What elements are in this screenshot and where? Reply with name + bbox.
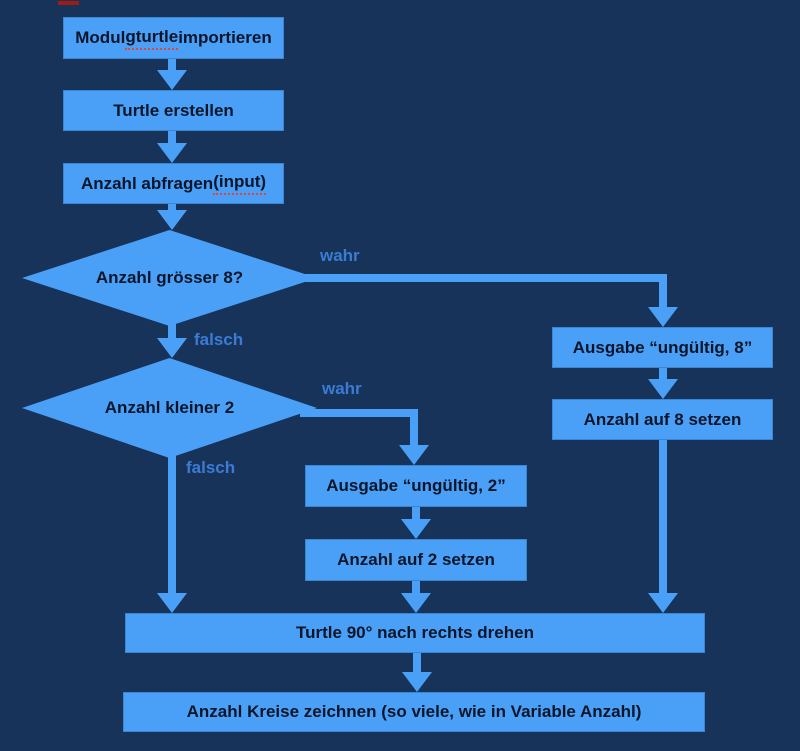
arrowhead-out8-to-set8-icon — [648, 379, 678, 399]
misspelled-word: gturtle — [125, 27, 179, 50]
arrowhead-set2-to-turn-icon — [401, 593, 431, 613]
node-turtle-erstellen: Turtle erstellen — [63, 90, 284, 131]
node-label: Ausgabe “ungültig, 2” — [326, 476, 506, 495]
node-kreise-zeichnen: Anzahl Kreise zeichnen (so viele, wie in… — [123, 692, 705, 732]
arrow-check2-false-to-turn — [168, 452, 176, 599]
decision-anzahl-kleiner-2: Anzahl kleiner 2 — [22, 358, 317, 458]
arrowhead-check2-false-icon — [157, 593, 187, 613]
arrowhead-turn-to-draw-icon — [402, 672, 432, 692]
node-modul-importieren: Modul gturtle importieren — [63, 17, 284, 59]
arrowhead-check2-true-icon — [399, 445, 429, 465]
label-check2-falsch: falsch — [186, 458, 236, 477]
arrowhead-create-to-ask-icon — [157, 143, 187, 163]
decision-anzahl-groesser-8: Anzahl grösser 8? — [22, 230, 317, 326]
arrow-import-to-create — [168, 58, 176, 76]
arrow-set2-to-turn — [412, 581, 420, 599]
node-label: Anzahl auf 2 setzen — [337, 550, 495, 569]
node-label: Modul — [75, 28, 126, 47]
arrowhead-ask-to-check8-icon — [157, 210, 187, 230]
node-anzahl-auf-2-setzen: Anzahl auf 2 setzen — [305, 539, 527, 581]
arrow-check2-true-to-out2 — [410, 409, 418, 451]
connector-check2-true-horizontal — [300, 409, 418, 417]
arrow-check8-false-to-check2 — [168, 323, 176, 344]
node-label: Ausgabe “ungültig, 8” — [572, 337, 753, 357]
arrowhead-out2-to-set2-icon — [401, 519, 431, 539]
node-turtle-drehen: Turtle 90° nach rechts drehen — [125, 613, 705, 653]
decision-label: Anzahl kleiner 2 — [104, 398, 235, 417]
arrowhead-check8-true-icon — [648, 307, 678, 327]
label-check8-wahr: wahr — [320, 246, 360, 265]
arrowhead-set8-to-turn-icon — [648, 593, 678, 613]
arrow-set8-to-turn — [659, 440, 667, 599]
arrow-check8-true-to-out8 — [659, 274, 667, 313]
node-label: importieren — [178, 28, 272, 47]
arrowhead-import-to-create-icon — [157, 70, 187, 90]
node-ausgabe-ungueltig-8: Ausgabe “ungültig, 8” — [552, 327, 773, 368]
node-ausgabe-ungueltig-2: Ausgabe “ungültig, 2” — [305, 465, 527, 507]
misspelled-word: (input) — [213, 172, 267, 195]
red-marker-artifact — [58, 1, 79, 5]
label-check8-falsch: falsch — [194, 330, 244, 349]
node-anzahl-abfragen: Anzahl abfragen (input) — [63, 163, 284, 204]
arrowhead-check8-false-icon — [157, 338, 187, 358]
arrow-turn-to-draw — [413, 652, 421, 678]
node-label: Anzahl auf 8 setzen — [583, 409, 742, 429]
node-label: Turtle 90° nach rechts drehen — [296, 623, 534, 642]
node-label: Turtle erstellen — [113, 100, 234, 120]
arrow-create-to-ask — [168, 131, 176, 149]
decision-label: Anzahl grösser 8? — [95, 268, 244, 287]
node-anzahl-auf-8-setzen: Anzahl auf 8 setzen — [552, 399, 773, 440]
node-label: Anzahl Kreise zeichnen (so viele, wie in… — [186, 702, 642, 721]
arrow-out2-to-set2 — [412, 506, 420, 525]
label-check2-wahr: wahr — [322, 379, 362, 398]
node-label: Anzahl abfragen — [80, 173, 214, 193]
connector-check8-true-horizontal — [300, 274, 667, 282]
arrow-out8-to-set8 — [659, 368, 667, 385]
